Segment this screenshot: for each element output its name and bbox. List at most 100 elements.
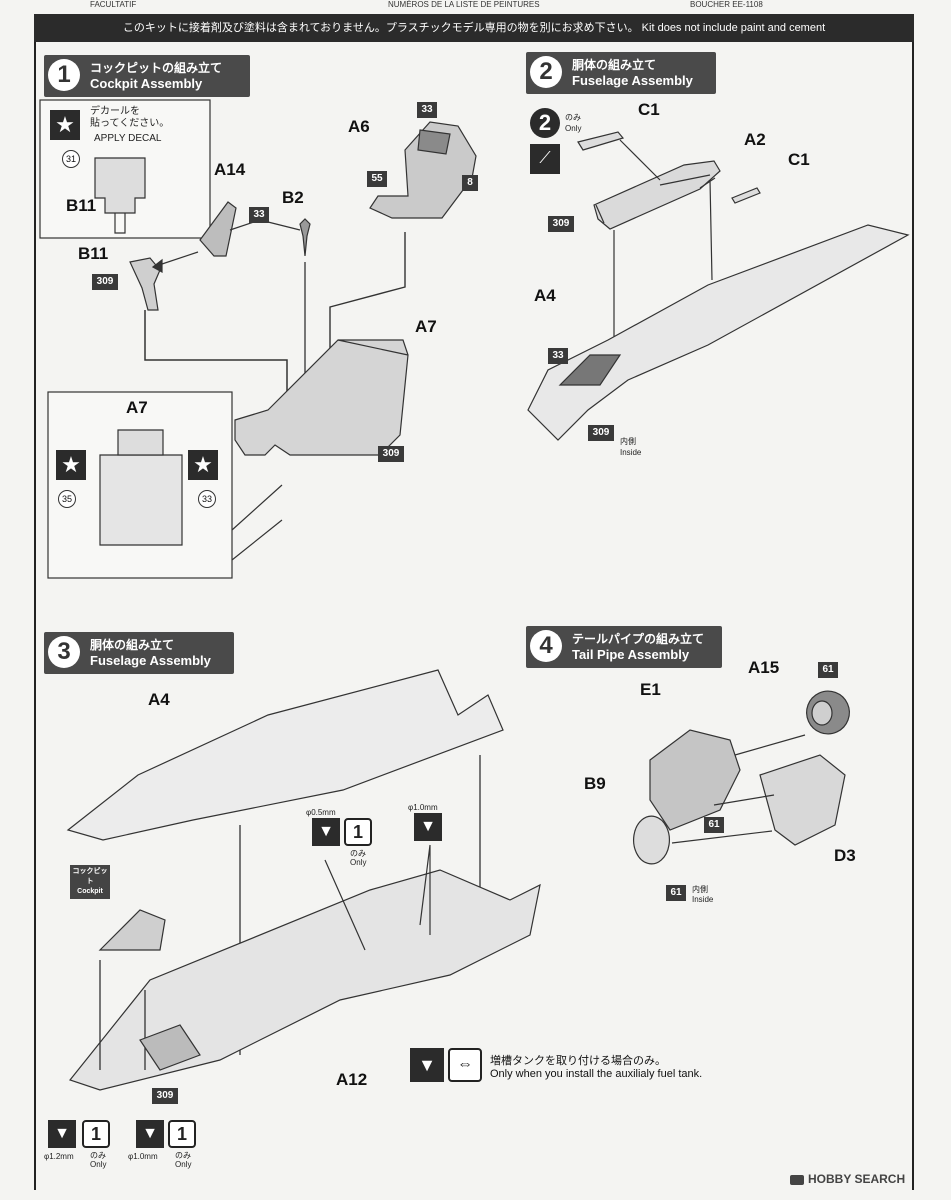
step-title-jp: コックピットの組み立て xyxy=(90,61,223,75)
paint-code: 55 xyxy=(367,171,387,187)
step-title-jp: 胴体の組み立て xyxy=(572,58,657,72)
drill-icon: ▼ xyxy=(410,1048,444,1082)
step-title-en: Tail Pipe Assembly xyxy=(572,647,690,662)
paint-code: 35 xyxy=(58,490,76,508)
step-title-jp: テールパイプの組み立て xyxy=(572,632,705,646)
only-en: Only xyxy=(90,1160,107,1169)
label-b9: B9 xyxy=(584,774,606,793)
step-3-header: 3 胴体の組み立て Fuselage Assembly xyxy=(44,632,234,674)
label-b11: B11 xyxy=(66,196,97,215)
decal-star-icon: ★ xyxy=(50,110,80,140)
part-e1 xyxy=(649,729,741,831)
part-a14 xyxy=(199,201,237,257)
paint-code: 33 xyxy=(548,348,568,364)
fuel-tank-note-jp: 増槽タンクを取り付ける場合のみ。 xyxy=(490,1055,666,1067)
only-en: Only xyxy=(350,858,367,867)
label-a7: A7 xyxy=(415,317,437,336)
step-title-en: Cockpit Assembly xyxy=(90,76,203,91)
part-a4-upper xyxy=(527,224,910,441)
part-c1-top xyxy=(577,131,625,151)
paint-code: 309 xyxy=(588,425,614,441)
label-d3: D3 xyxy=(834,846,856,865)
paint-code: 309 xyxy=(548,216,574,232)
inside-jp: 内側 xyxy=(620,437,636,446)
step-4-header: 4 テールパイプの組み立て Tail Pipe Assembly xyxy=(526,626,722,668)
swap-arrows-icon: ⇔ xyxy=(448,1048,482,1082)
label-a15: A15 xyxy=(748,658,780,677)
step-2-header: 2 胴体の組み立て Fuselage Assembly xyxy=(526,52,716,94)
paint-code: 33 xyxy=(249,207,269,223)
watermark: HOBBY SEARCH xyxy=(790,1172,905,1186)
step-number: 2 xyxy=(530,56,562,88)
part-b9-ring xyxy=(633,815,670,865)
step-number: 3 xyxy=(48,636,80,668)
page-frame xyxy=(34,42,914,1190)
legend-paint-list: NUMÉROS DE LA LISTE DE PEINTURES xyxy=(388,0,540,9)
label-a7-inset: A7 xyxy=(126,398,148,417)
top-legend-row: FACULTATIF NUMÉROS DE LA LISTE DE PEINTU… xyxy=(0,0,951,12)
variant-2-icon: 2 xyxy=(530,108,560,138)
variant-1-icon: 1 xyxy=(344,818,372,846)
label-e1: E1 xyxy=(640,680,661,699)
label-a4: A4 xyxy=(148,690,170,709)
variant-1-icon: 1 xyxy=(82,1120,110,1148)
drill-icon: ▼ xyxy=(48,1120,76,1148)
inside-en: Inside xyxy=(692,895,714,904)
label-b11: B11 xyxy=(78,244,109,263)
part-a6-seat xyxy=(369,121,477,219)
decal-star-icon: ★ xyxy=(56,450,86,480)
step-title-en: Fuselage Assembly xyxy=(572,73,693,88)
drill-size: φ0.5mm xyxy=(306,808,336,817)
label-a4: A4 xyxy=(534,286,556,305)
step-title-jp: 胴体の組み立て xyxy=(90,638,175,652)
paint-code: 61 xyxy=(818,662,838,678)
stripe-decal-icon: ⟋ xyxy=(530,144,560,174)
only-jp: のみ xyxy=(350,849,366,858)
variant-1-icon: 1 xyxy=(168,1120,196,1148)
legend-boucher: BOUCHER EE-1108 xyxy=(690,0,763,9)
paint-code: 31 xyxy=(62,150,80,168)
decal-note-jp: デカールを 貼ってください。 xyxy=(90,106,170,129)
part-b11 xyxy=(129,257,161,311)
only-en: Only xyxy=(565,124,582,133)
paint-code: 309 xyxy=(152,1088,178,1104)
instrument-panel-b11 xyxy=(94,157,146,214)
decal-note-en: APPLY DECAL xyxy=(94,133,162,144)
inside-jp: 内側 xyxy=(692,885,708,894)
part-a7-tub xyxy=(234,339,409,456)
label-a6: A6 xyxy=(348,117,370,136)
paint-code: 61 xyxy=(704,817,724,833)
drill-icon: ▼ xyxy=(312,818,340,846)
part-c1-side xyxy=(731,187,761,204)
step-number: 4 xyxy=(530,630,562,662)
drill-size: φ1.0mm xyxy=(128,1152,158,1161)
watermark-text: HOBBY SEARCH xyxy=(808,1172,906,1186)
paint-code: 61 xyxy=(666,885,686,901)
label-a12: A12 xyxy=(336,1070,368,1089)
inside-en: Inside xyxy=(620,448,642,457)
legend-facultatif: FACULTATIF xyxy=(90,0,137,9)
label-a2: A2 xyxy=(744,130,766,149)
cockpit-tag: コックピット Cockpit xyxy=(70,865,110,899)
step-number: 1 xyxy=(48,59,80,91)
notice-banner: このキットに接着剤及び塗料は含まれておりません。プラスチックモデル専用の物を別に… xyxy=(34,14,914,42)
fuel-tank-note-en: Only when you install the auxilialy fuel… xyxy=(490,1068,703,1080)
label-b2: B2 xyxy=(282,188,304,207)
paint-code: 309 xyxy=(92,274,118,290)
only-jp: のみ xyxy=(175,1151,191,1160)
drill-icon: ▼ xyxy=(136,1120,164,1148)
part-a4-lower xyxy=(66,669,504,841)
part-b2 xyxy=(299,218,311,257)
only-jp: のみ xyxy=(565,113,581,122)
cockpit-tag-en: Cockpit xyxy=(77,888,103,895)
label-a14: A14 xyxy=(214,160,246,179)
drill-size: φ1.2mm xyxy=(44,1152,74,1161)
drill-size: φ1.0mm xyxy=(408,803,438,812)
step-1-header: 1 コックピットの組み立て Cockpit Assembly xyxy=(44,55,250,97)
cockpit-tag-jp: コックピット xyxy=(72,868,108,885)
paint-code: 33 xyxy=(417,102,437,118)
part-a12 xyxy=(68,869,541,1091)
only-en: Only xyxy=(175,1160,192,1169)
label-c1: C1 xyxy=(788,150,810,169)
part-a2 xyxy=(593,160,721,230)
